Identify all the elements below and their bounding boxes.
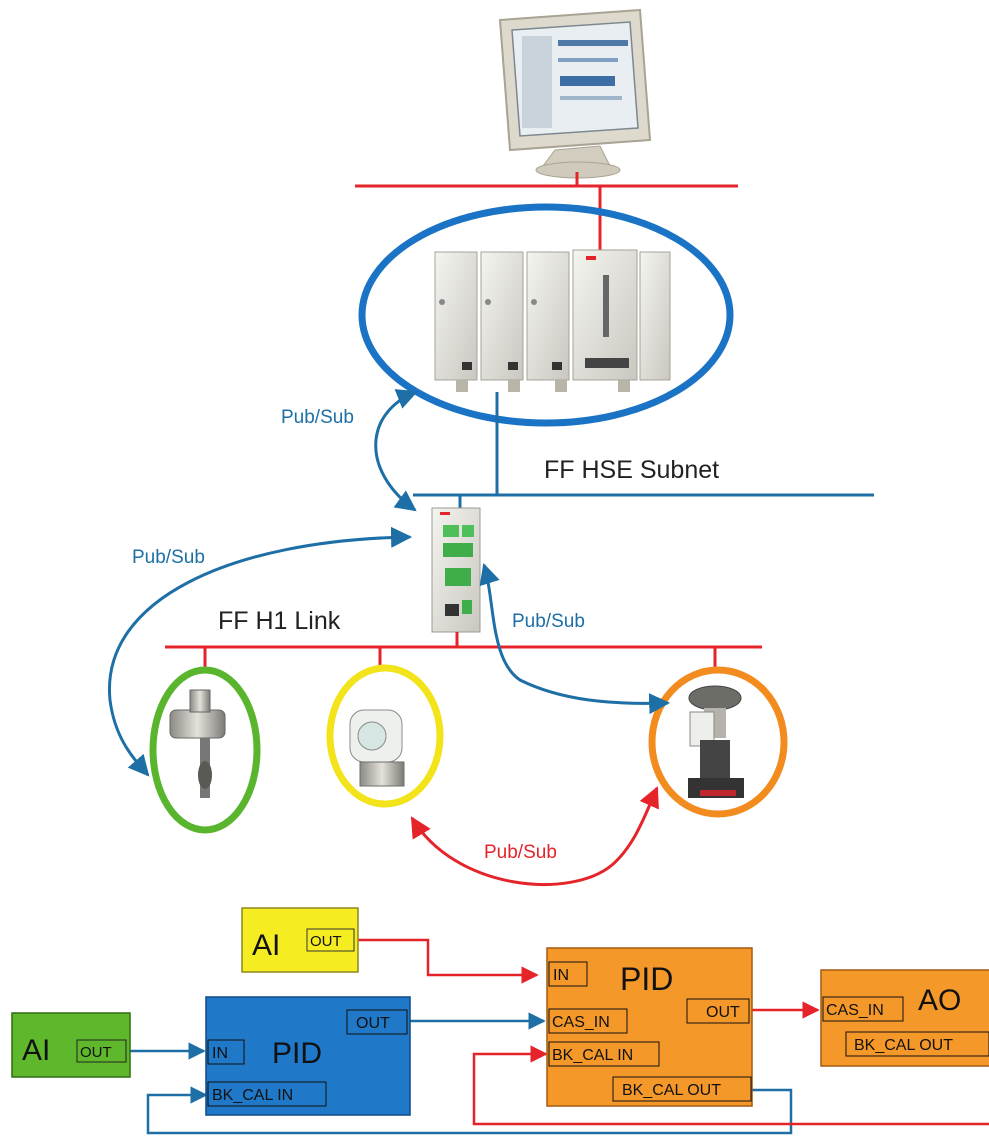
pressure-transmitter-icon [349,709,405,787]
pubsub-arrow-h1-left [108,526,413,777]
ai-block-green-out-port: OUT [80,1044,112,1061]
pid-block-orange-title: PID [620,961,673,997]
ai-block-green-title: AI [22,1034,50,1067]
ai-block-yellow-title: AI [252,929,280,962]
ai-block-yellow-out-port: OUT [310,933,342,950]
pubsub-arrow-h1-right [479,562,671,715]
h1-link-label: FF H1 Link [218,607,341,635]
pubsub-arrow-controller [374,389,418,512]
linking-device-icon [431,507,481,633]
ai-block-green: AI OUT [11,1012,131,1078]
pid-block-orange-in-port: IN [553,967,569,984]
wire-ao-bkcal-out-to-pid-bkcal-in [472,1045,989,1126]
controller-rack-icon [434,249,671,392]
pid-block-orange-cas-in-port: CAS_IN [552,1014,610,1031]
temperature-sensor-icon [169,689,226,798]
pid-block-orange-out-port: OUT [706,1004,740,1021]
pid-block-blue-bkcal-in-port: BK_CAL IN [212,1087,293,1104]
valve-highlight-ring-orange [648,666,788,818]
ao-block-orange-title: AO [918,984,961,1017]
pubsub-label-h1-right: Pub/Sub [512,611,585,632]
wire-ai-yellow-to-pid-in [358,938,539,984]
workstation-monitor-icon [498,8,652,179]
valve-positioner-icon [688,685,744,798]
ao-block-orange: AO CAS_IN BK_CAL OUT [820,969,989,1067]
pubsub-arrow-devices [410,786,659,886]
pid-block-blue-in-port: IN [212,1045,228,1062]
ai-block-yellow: AI OUT [241,907,359,973]
pid-block-blue: PID OUT IN BK_CAL IN [205,996,411,1116]
pid-block-orange-bkcal-out-port: BK_CAL OUT [622,1082,721,1099]
pubsub-label-controller: Pub/Sub [281,407,354,428]
pubsub-label-devices: Pub/Sub [484,842,557,863]
pid-block-blue-out-port: OUT [356,1015,390,1032]
hse-subnet-label: FF HSE Subnet [544,456,719,484]
ao-block-orange-bkcal-out-port: BK_CAL OUT [854,1037,953,1054]
controller-highlight-ring [358,203,734,427]
pid-block-orange-bkcal-in-port: BK_CAL IN [552,1047,633,1064]
pubsub-label-h1-left: Pub/Sub [132,547,205,568]
ao-block-orange-cas-in-port: CAS_IN [826,1002,884,1019]
pid-block-blue-title: PID [272,1037,322,1070]
pid-block-orange: PID IN OUT CAS_IN BK_CAL IN BK_CAL OUT [546,947,753,1107]
wire-bkcal-out-to-blue-bkcal-in [146,1086,793,1135]
